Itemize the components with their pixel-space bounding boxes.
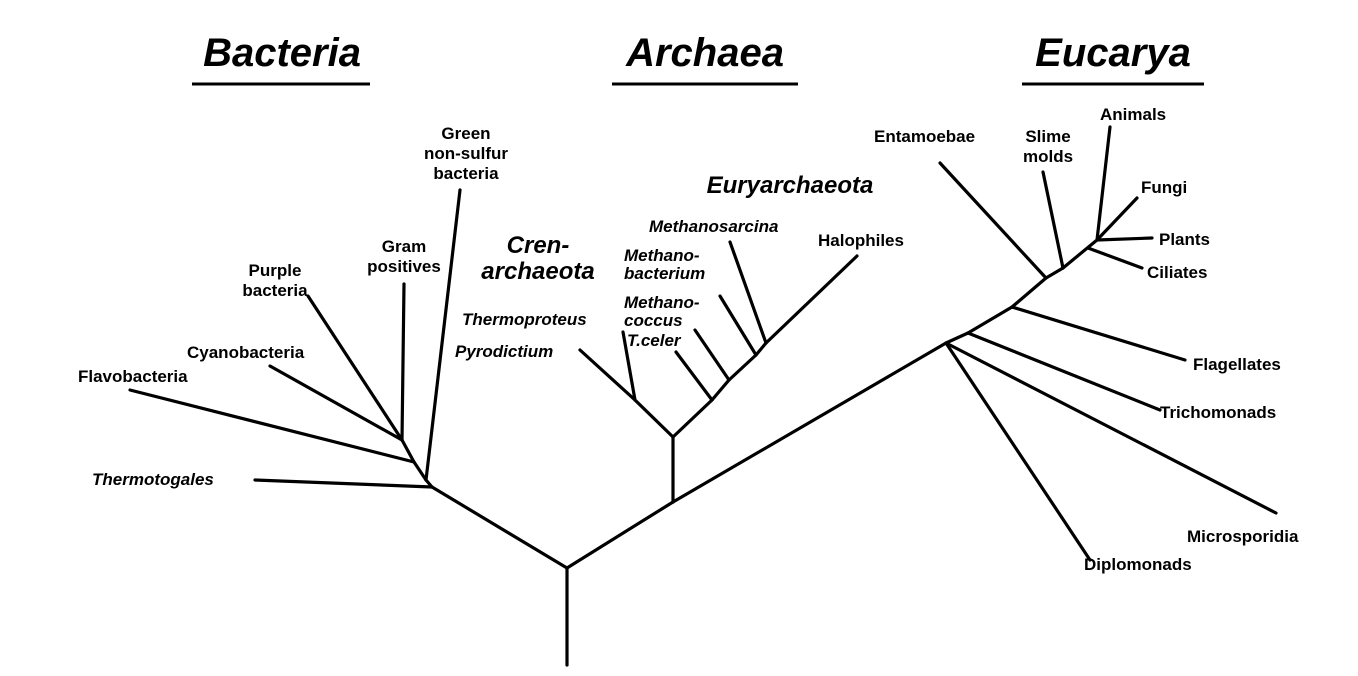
branch-pyrodictium bbox=[578, 348, 637, 402]
domain-eucarya: Eucarya bbox=[1035, 31, 1191, 75]
label-green-nonsulfur-2: non-sulfur bbox=[424, 144, 508, 163]
label-entamoebae: Entamoebae bbox=[874, 127, 975, 146]
label-slime-molds-2: molds bbox=[1023, 147, 1073, 166]
euryarchaeota-inner2 bbox=[727, 353, 758, 382]
label-crenarchaeota-line1: Cren- bbox=[507, 232, 570, 259]
bacteria-stem bbox=[430, 485, 569, 570]
label-methanococcus-2: coccus bbox=[624, 311, 683, 330]
label-plants: Plants bbox=[1159, 230, 1210, 249]
label-green-nonsulfur-3: bacteria bbox=[433, 164, 499, 183]
label-fungi: Fungi bbox=[1141, 178, 1187, 197]
eucarya-inner bbox=[944, 331, 970, 345]
eucarya-labels: Entamoebae Slime molds Animals Fungi Pla… bbox=[874, 105, 1299, 574]
label-cyanobacteria: Cyanobacteria bbox=[187, 343, 305, 362]
bacteria-labels: Green non-sulfur bacteria Gram positives… bbox=[78, 124, 508, 489]
eucarya-crown-inner2 bbox=[1061, 238, 1099, 270]
label-slime-molds-1: Slime bbox=[1025, 127, 1070, 146]
branch-thermoproteus bbox=[621, 330, 637, 402]
label-trichomonads: Trichomonads bbox=[1160, 403, 1276, 422]
label-euryarchaeota: Euryarchaeota bbox=[707, 172, 874, 199]
domain-headings: Bacteria Archaea Eucarya bbox=[192, 31, 1204, 86]
branch-methanococcus bbox=[693, 328, 731, 382]
branch-bacteria-inner3 bbox=[400, 438, 416, 464]
branch-methanobacterium bbox=[718, 294, 758, 357]
branch-bacteria-inner2 bbox=[412, 460, 428, 482]
branch-ciliates bbox=[1086, 246, 1144, 270]
branch-flavobacteria bbox=[128, 388, 416, 464]
label-methanobacterium-1: Methano- bbox=[624, 246, 700, 265]
branch-tceler bbox=[674, 350, 714, 402]
euryarchaeota-inner3 bbox=[754, 341, 768, 357]
branch-trichomonads bbox=[966, 331, 1162, 412]
branch-thermotogales bbox=[253, 478, 434, 489]
label-thermotogales: Thermotogales bbox=[92, 470, 214, 489]
tree-branches bbox=[128, 125, 1278, 667]
label-crenarchaeota-line2: archaeota bbox=[481, 258, 594, 285]
branch-plants bbox=[1095, 236, 1154, 242]
branch-halophiles bbox=[764, 254, 859, 345]
label-gram-positives-2: positives bbox=[367, 257, 441, 276]
branch-cyanobacteria bbox=[268, 364, 404, 442]
label-methanobacterium-2: bacterium bbox=[624, 264, 705, 283]
label-ciliates: Ciliates bbox=[1147, 263, 1207, 282]
euryarchaeota-stem bbox=[671, 398, 714, 439]
branch-animals bbox=[1095, 125, 1112, 242]
label-gram-positives-1: Gram bbox=[382, 237, 426, 256]
branch-entamoebae bbox=[938, 161, 1048, 280]
label-purple-bacteria-1: Purple bbox=[249, 261, 302, 280]
branch-fungi bbox=[1095, 196, 1139, 242]
label-microsporidia: Microsporidia bbox=[1187, 527, 1299, 546]
euryarchaeota-inner bbox=[710, 378, 731, 402]
eucarya-inner2 bbox=[966, 305, 1014, 335]
branch-slime-molds bbox=[1041, 170, 1065, 270]
group-labels: Euryarchaeota Cren- archaeota bbox=[481, 172, 873, 285]
label-purple-bacteria-2: bacteria bbox=[242, 281, 308, 300]
label-methanosarcina: Methanosarcina bbox=[649, 217, 778, 236]
archaea-eucarya-stem bbox=[565, 500, 675, 570]
branch-purple-bacteria bbox=[306, 294, 404, 442]
label-pyrodictium: Pyrodictium bbox=[455, 342, 553, 361]
archaea-labels: Methanosarcina Methano- bacterium Haloph… bbox=[455, 217, 904, 361]
branch-flagellates bbox=[1010, 305, 1187, 362]
label-halophiles: Halophiles bbox=[818, 231, 904, 250]
branch-methanosarcina bbox=[728, 240, 768, 345]
label-flagellates: Flagellates bbox=[1193, 355, 1281, 374]
label-animals: Animals bbox=[1100, 105, 1166, 124]
eucarya-stem bbox=[671, 341, 948, 504]
label-diplomonads: Diplomonads bbox=[1084, 555, 1192, 574]
branch-green-nonsulfur bbox=[424, 188, 462, 482]
label-thermoproteus: Thermoproteus bbox=[462, 310, 587, 329]
crenarchaeota-stem bbox=[633, 398, 675, 439]
branch-microsporidia-stem bbox=[944, 341, 1278, 515]
branch-gram-positives bbox=[400, 282, 406, 442]
eucarya-crown-stem bbox=[1010, 276, 1048, 309]
domain-archaea: Archaea bbox=[625, 31, 784, 75]
branch-diplomonads bbox=[944, 341, 1092, 562]
label-green-nonsulfur-1: Green bbox=[441, 124, 490, 143]
label-tceler: T.celer bbox=[627, 331, 682, 350]
label-methanococcus-1: Methano- bbox=[624, 293, 700, 312]
eucarya-crown-inner bbox=[1044, 266, 1065, 280]
label-flavobacteria: Flavobacteria bbox=[78, 367, 188, 386]
domain-bacteria: Bacteria bbox=[203, 31, 361, 75]
